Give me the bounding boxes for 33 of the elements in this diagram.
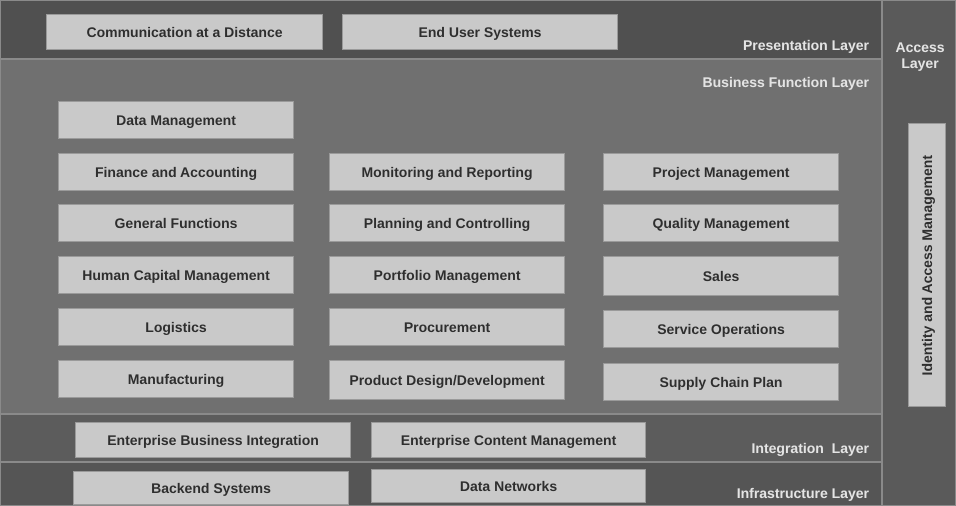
module-box: Data Networks xyxy=(371,469,646,503)
module-box: Supply Chain Plan xyxy=(603,363,839,401)
module-box: Enterprise Business Integration xyxy=(75,422,351,458)
module-box: Manufacturing xyxy=(58,360,294,398)
module-label: Identity and Access Management xyxy=(919,154,935,376)
module-box: Quality Management xyxy=(603,204,839,242)
module-box: Portfolio Management xyxy=(329,256,565,294)
layer-band xyxy=(882,0,956,506)
module-box: Data Management xyxy=(58,101,294,139)
module-box: Finance and Accounting xyxy=(58,153,294,191)
module-box: Enterprise Content Management xyxy=(371,422,646,458)
module-box: Product Design/Development xyxy=(329,360,565,400)
module-box: End User Systems xyxy=(342,14,618,50)
layer-title: Business Function Layer xyxy=(702,74,869,90)
module-box xyxy=(908,123,946,407)
layer-title: Access Layer xyxy=(894,39,946,71)
layer-title: Infrastructure Layer xyxy=(736,485,869,501)
module-box: Planning and Controlling xyxy=(329,204,565,242)
module-box: Human Capital Management xyxy=(58,256,294,294)
module-box: Backend Systems xyxy=(73,471,349,505)
module-box: General Functions xyxy=(58,204,294,242)
layer-band xyxy=(0,0,882,59)
module-box: Procurement xyxy=(329,308,565,346)
layer-band xyxy=(0,414,882,462)
module-box: Service Operations xyxy=(603,310,839,348)
module-box: Project Management xyxy=(603,153,839,191)
module-box: Sales xyxy=(603,256,839,296)
module-box: Logistics xyxy=(58,308,294,346)
layer-band xyxy=(0,59,882,414)
module-box: Monitoring and Reporting xyxy=(329,153,565,191)
layer-band xyxy=(0,462,882,506)
module-box: Communication at a Distance xyxy=(46,14,323,50)
layer-title: Presentation Layer xyxy=(742,37,869,53)
